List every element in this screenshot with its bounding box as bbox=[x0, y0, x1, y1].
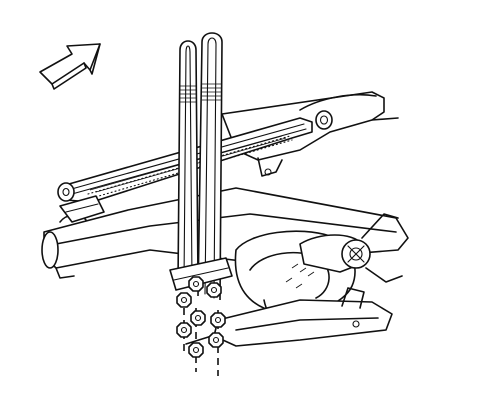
nuts bbox=[176, 276, 226, 358]
differential bbox=[234, 213, 403, 326]
u-bolt-right bbox=[195, 32, 223, 376]
front-direction-arrow-icon bbox=[39, 43, 101, 90]
nut bbox=[188, 276, 204, 292]
nut bbox=[190, 310, 206, 326]
nut bbox=[208, 332, 224, 348]
lower-mount bbox=[185, 287, 393, 347]
nut bbox=[210, 312, 226, 328]
nut bbox=[176, 292, 192, 308]
nut bbox=[188, 342, 204, 358]
nut bbox=[206, 282, 222, 298]
spring-plate bbox=[169, 257, 233, 291]
nut bbox=[176, 322, 192, 338]
